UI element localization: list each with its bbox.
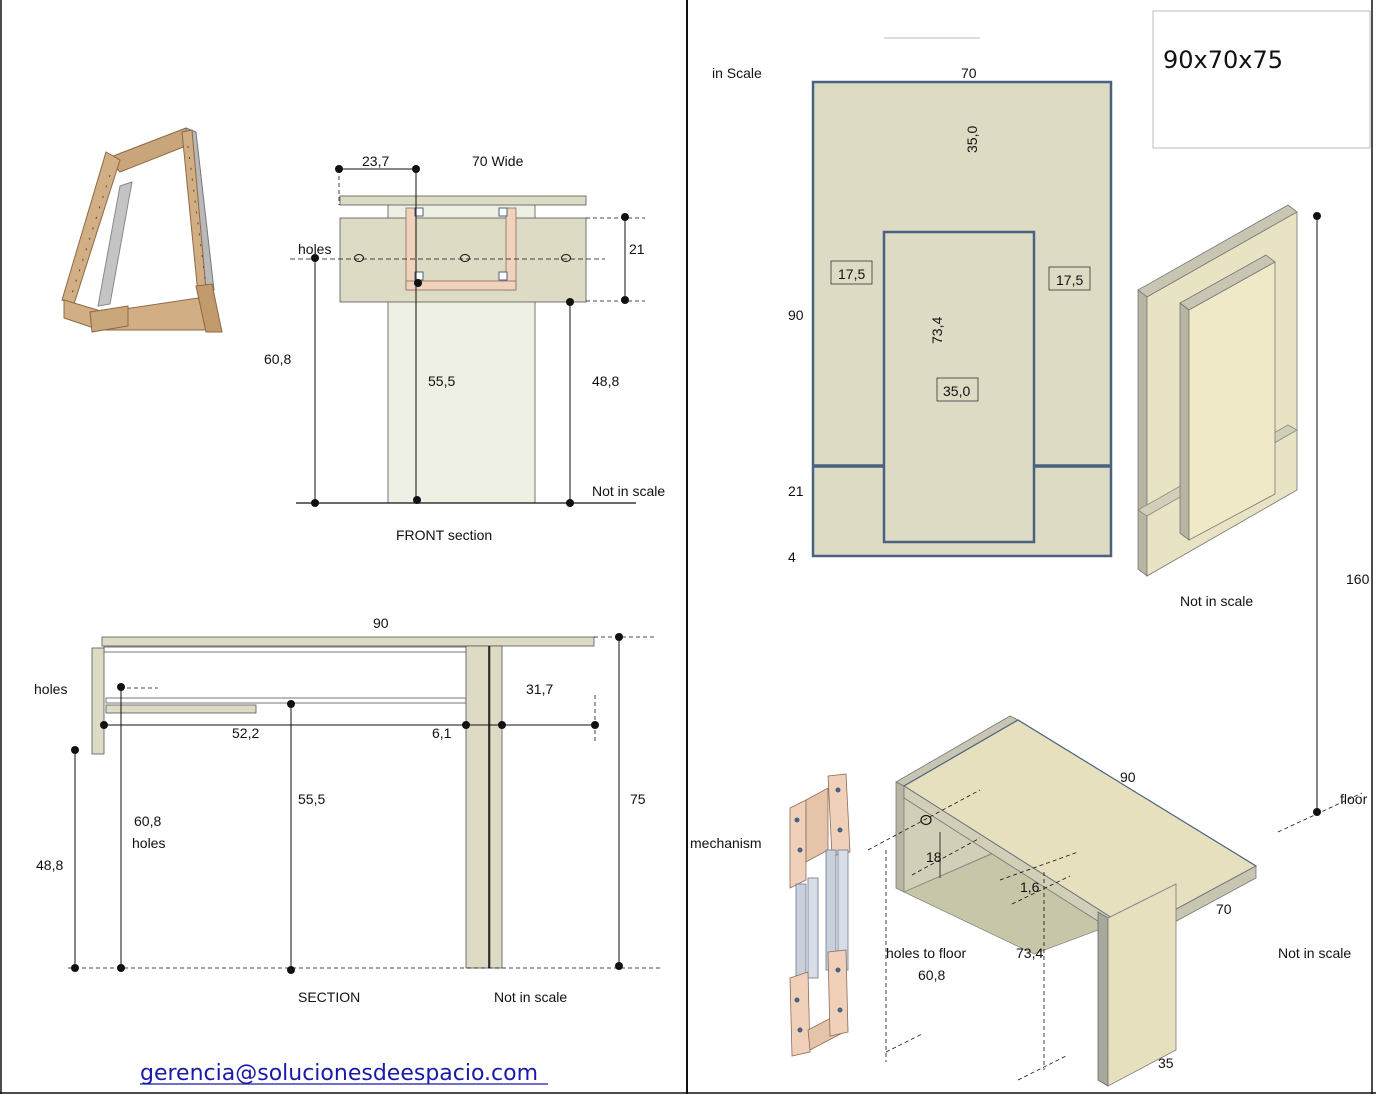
top-scale-label: in Scale bbox=[712, 65, 762, 81]
section-dim-61: 6,1 bbox=[432, 725, 452, 741]
top-dim-350-mid: 35,0 bbox=[943, 383, 970, 399]
table-dim-16: 1,6 bbox=[1020, 879, 1040, 895]
top-dim-350-top: 35,0 bbox=[964, 126, 980, 153]
contact-email[interactable]: gerencia@solucionesdeespacio.com bbox=[140, 1061, 538, 1086]
table-holes-floor: holes to floor bbox=[886, 945, 966, 961]
section-dim-75: 75 bbox=[630, 791, 646, 807]
top-dim-734: 73,4 bbox=[929, 317, 945, 344]
wall-note: Not in scale bbox=[1180, 593, 1253, 609]
iso-mechanism: mechanism bbox=[690, 773, 851, 1057]
front-dim-488: 48,8 bbox=[592, 373, 619, 389]
iso-wall-panel: Not in scale 160 floor bbox=[1137, 204, 1370, 833]
front-note: Not in scale bbox=[592, 483, 665, 499]
section-dim-555: 55,5 bbox=[298, 791, 325, 807]
table-note: Not in scale bbox=[1278, 945, 1351, 961]
section-dim-522: 52,2 bbox=[232, 725, 259, 741]
section-caption: SECTION bbox=[298, 989, 360, 1005]
table-dim-70: 70 bbox=[1216, 901, 1232, 917]
table-dim-734: 73,4 bbox=[1016, 945, 1043, 961]
front-dim-offset: 23,7 bbox=[362, 153, 389, 169]
table-dim-35: 35 bbox=[1158, 1055, 1174, 1071]
section-dim-488: 48,8 bbox=[36, 857, 63, 873]
wall-dim-160: 160 bbox=[1346, 571, 1370, 587]
section-label-holes: holes bbox=[34, 681, 67, 697]
front-label-holes: holes bbox=[298, 241, 331, 257]
top-dim-21: 21 bbox=[788, 483, 804, 499]
front-dim-608: 60,8 bbox=[264, 351, 291, 367]
table-dim-18: 18 bbox=[926, 849, 942, 865]
section-note: Not in scale bbox=[494, 989, 567, 1005]
section-dim-608: 60,8 bbox=[134, 813, 161, 829]
section-dim-90: 90 bbox=[373, 615, 389, 631]
section-label-holes-2: holes bbox=[132, 835, 165, 851]
top-view: in Scale 70 35,0 17,5 17,5 73,4 35,0 90 … bbox=[712, 37, 1113, 565]
iso-table: 90 18 1,6 70 holes to floor 60,8 73,4 No… bbox=[867, 715, 1351, 1087]
mechanism-photo bbox=[61, 127, 223, 333]
top-dim-90: 90 bbox=[788, 307, 804, 323]
top-dim-4: 4 bbox=[788, 549, 796, 565]
front-caption: FRONT section bbox=[396, 527, 492, 543]
front-dim-wide: 70 Wide bbox=[472, 153, 524, 169]
section-dim-317: 31,7 bbox=[526, 681, 553, 697]
size-label: 90x70x75 bbox=[1163, 46, 1283, 74]
top-dim-70: 70 bbox=[961, 65, 977, 81]
wall-floor-label: floor bbox=[1340, 791, 1368, 807]
size-box: 90x70x75 bbox=[1152, 10, 1371, 149]
table-dim-90: 90 bbox=[1120, 769, 1136, 785]
side-section: 90 holes 31,7 52,2 6,1 55,5 75 60,8 hole… bbox=[34, 615, 662, 1005]
top-dim-175-left: 17,5 bbox=[838, 266, 865, 282]
contact-email-link[interactable]: gerencia@solucionesdeespacio.com bbox=[140, 1061, 548, 1086]
mechanism-label: mechanism bbox=[690, 835, 762, 851]
front-section: 23,7 70 Wide holes 21 60,8 55,5 48,8 Not… bbox=[264, 153, 665, 543]
front-dim-21: 21 bbox=[629, 241, 645, 257]
front-dim-555: 55,5 bbox=[428, 373, 455, 389]
top-dim-175-right: 17,5 bbox=[1056, 272, 1083, 288]
table-dim-608: 60,8 bbox=[918, 967, 945, 983]
